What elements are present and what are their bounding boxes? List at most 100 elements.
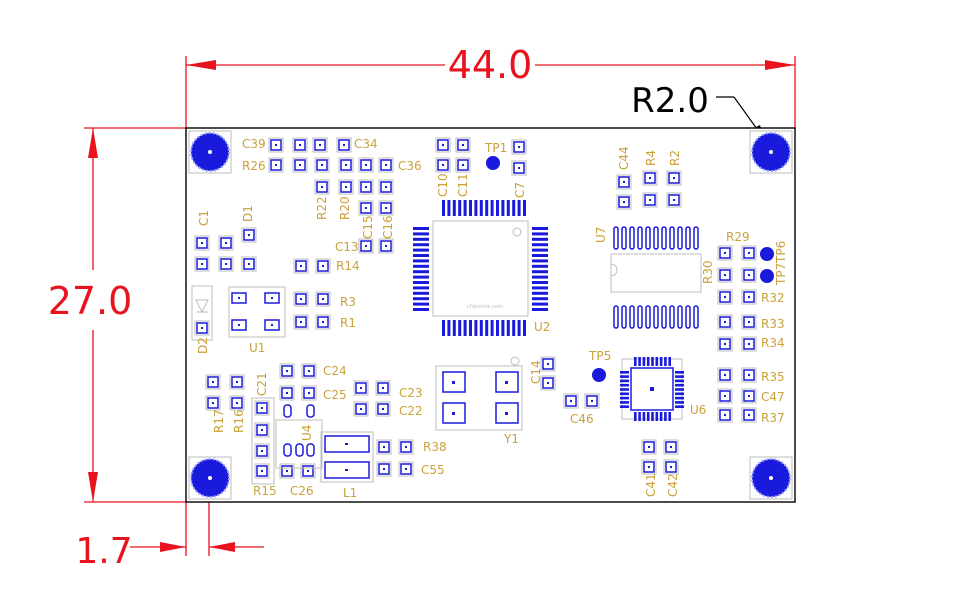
label-c46: C46 — [570, 412, 594, 426]
label-r1: R1 — [340, 316, 356, 330]
label-c16: C16 — [381, 215, 395, 239]
smd-pad — [254, 463, 270, 479]
label-r15: R15 — [253, 484, 277, 498]
component-l1 — [320, 431, 374, 483]
smd-pad — [435, 137, 451, 153]
smd-pad — [741, 289, 757, 305]
label-c10: C10 — [436, 173, 450, 197]
label-u6: U6 — [690, 403, 706, 417]
smd-pad — [455, 157, 471, 173]
label-u2: U2 — [534, 320, 550, 334]
smd-pad — [292, 137, 308, 153]
label-l1: L1 — [343, 486, 357, 500]
label-c44: C44 — [617, 146, 631, 170]
label-c47: C47 — [761, 390, 785, 404]
label-c13: C13 — [335, 240, 359, 254]
smd-pad — [378, 179, 394, 195]
smd-pad — [717, 289, 733, 305]
smd-pad — [358, 179, 374, 195]
label-r14: R14 — [336, 259, 360, 273]
smd-pad — [641, 439, 657, 455]
smd-pad — [717, 267, 733, 283]
mounting-hole-bottom-right — [749, 456, 793, 500]
label-tp7: TP7 — [774, 263, 788, 286]
smd-pad — [315, 291, 331, 307]
smd-pad — [254, 443, 270, 459]
smd-pad — [205, 374, 221, 390]
smd-pad — [358, 238, 374, 254]
smd-pad — [376, 461, 392, 477]
label-c11: C11 — [456, 173, 470, 197]
dimension-height — [84, 127, 186, 503]
label-r20: R20 — [338, 196, 352, 220]
smd-pad — [563, 393, 579, 409]
width-dimension-label: 44.0 — [448, 43, 533, 87]
smd-pad — [315, 258, 331, 274]
label-r29: R29 — [726, 230, 750, 244]
smd-pad — [353, 401, 369, 417]
smd-pad — [279, 363, 295, 379]
smd-pad — [455, 137, 471, 153]
smd-pad — [218, 256, 234, 272]
smd-pad — [301, 385, 317, 401]
smd-pad — [717, 407, 733, 423]
smd-pad — [642, 170, 658, 186]
smd-pad — [194, 256, 210, 272]
smd-pad — [292, 157, 308, 173]
label-tp5: TP5 — [588, 349, 611, 363]
smd-pad — [616, 174, 632, 190]
component-u4 — [275, 404, 323, 469]
test-point-tp7 — [760, 269, 774, 283]
label-c21: C21 — [255, 372, 269, 396]
smd-pad — [254, 422, 270, 438]
component-u1 — [228, 286, 286, 338]
height-dimension-label: 27.0 — [48, 279, 133, 323]
smd-pad — [666, 170, 682, 186]
smd-pad — [378, 157, 394, 173]
smd-pad — [666, 192, 682, 208]
component-d2 — [191, 285, 213, 341]
smd-pad — [279, 385, 295, 401]
smd-pad — [293, 314, 309, 330]
smd-pad — [540, 356, 556, 372]
smd-pad — [229, 374, 245, 390]
smd-pad — [717, 367, 733, 383]
label-r34: R34 — [761, 336, 785, 350]
label-r26: R26 — [242, 159, 266, 173]
smd-pad — [268, 137, 284, 153]
component-pads — [194, 137, 757, 479]
smd-pad — [336, 137, 352, 153]
label-r38: R38 — [423, 440, 447, 454]
smd-pad — [205, 395, 221, 411]
smd-pad — [375, 401, 391, 417]
smd-pad — [315, 314, 331, 330]
test-point-tp1 — [486, 156, 500, 170]
label-r16: R16 — [232, 409, 246, 433]
smd-pad — [663, 459, 679, 475]
board-outline — [185, 127, 796, 503]
smd-pad — [241, 256, 257, 272]
label-c15: C15 — [361, 215, 375, 239]
smd-pad — [717, 314, 733, 330]
smd-pad — [194, 235, 210, 251]
label-c26: C26 — [290, 484, 314, 498]
label-c23: C23 — [399, 386, 423, 400]
smd-pad — [398, 439, 414, 455]
test-point-tp6 — [760, 247, 774, 261]
smd-pad — [540, 375, 556, 391]
smd-pad — [241, 227, 257, 243]
label-d2: D2 — [196, 337, 210, 354]
smd-pad — [301, 363, 317, 379]
smd-pad — [300, 463, 316, 479]
smd-pad — [717, 245, 733, 261]
hole-offset-label: 1.7 — [75, 531, 132, 572]
component-u6 — [620, 357, 684, 421]
component-y1 — [435, 356, 523, 431]
test-point-tp5 — [592, 368, 606, 382]
smd-pad — [293, 258, 309, 274]
component-u7 — [610, 226, 702, 329]
smd-pad — [358, 200, 374, 216]
mounting-holes — [188, 130, 793, 500]
smd-pad — [741, 314, 757, 330]
